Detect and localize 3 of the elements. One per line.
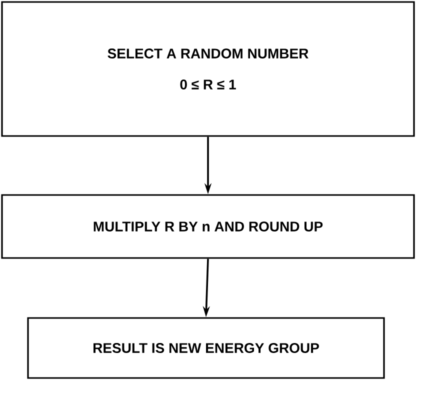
process-box: MULTIPLY R BY n AND ROUND UP [1,194,415,259]
process-box: SELECT A RANDOM NUMBER 0 ≤ R ≤ 1 [1,1,415,137]
process-box: RESULT IS NEW ENERGY GROUP [27,317,385,379]
